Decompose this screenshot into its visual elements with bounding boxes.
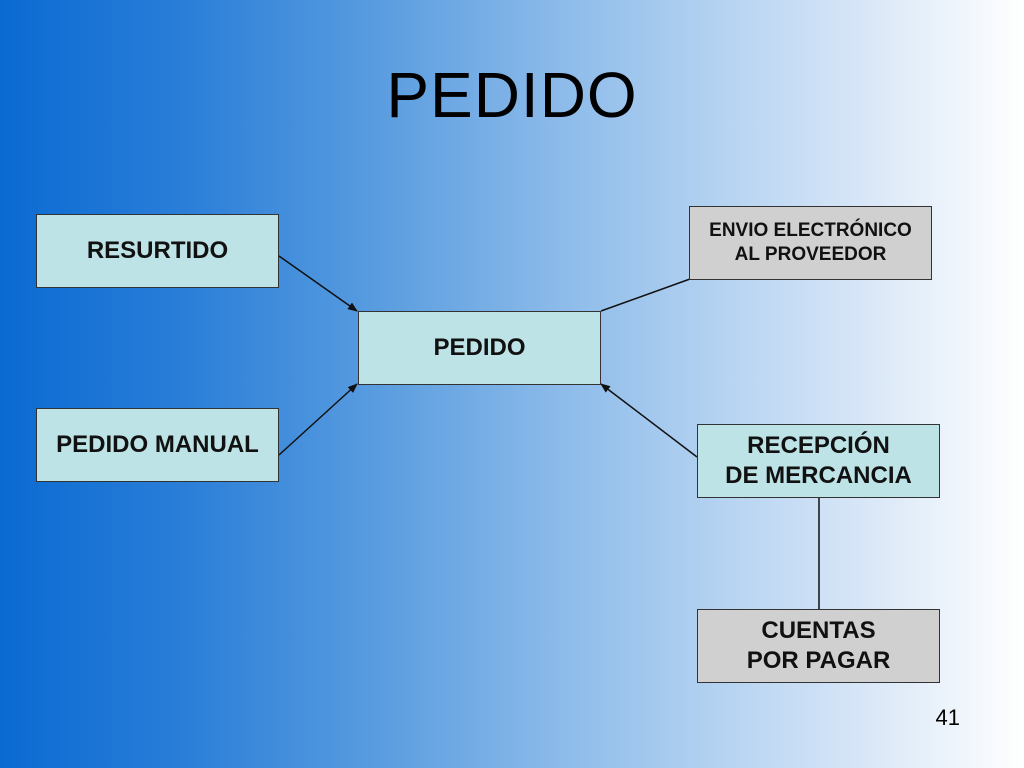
node-pedido-label: PEDIDO — [433, 334, 526, 361]
arrow-recepcion-to-pedido — [600, 383, 698, 458]
node-pedido-manual: PEDIDO MANUAL — [36, 408, 279, 482]
arrow-pedido-manual-to-pedido — [278, 383, 358, 456]
page-number: 41 — [935, 705, 960, 730]
node-resurtido: RESURTIDO — [36, 214, 279, 288]
node-pedido-manual-label: PEDIDO MANUAL — [56, 431, 259, 458]
node-cuentas-por-pagar: CUENTAS POR PAGAR — [697, 609, 940, 683]
node-pedido: PEDIDO — [358, 311, 601, 385]
node-envio-electronico: ENVIO ELECTRÓNICO AL PROVEEDOR — [689, 206, 932, 280]
arrow-resurtido-to-pedido — [278, 255, 358, 312]
node-cuentas-por-pagar-label: CUENTAS POR PAGAR — [746, 617, 891, 674]
slide-title: PEDIDO — [386, 59, 638, 131]
node-recepcion-mercancia: RECEPCIÓN DE MERCANCIA — [697, 424, 940, 498]
line-pedido-to-envio — [600, 278, 691, 312]
node-resurtido-label: RESURTIDO — [86, 237, 229, 264]
node-recepcion-mercancia-label: RECEPCIÓN DE MERCANCIA — [725, 432, 912, 489]
node-envio-electronico-label: ENVIO ELECTRÓNICO AL PROVEEDOR — [709, 220, 912, 265]
